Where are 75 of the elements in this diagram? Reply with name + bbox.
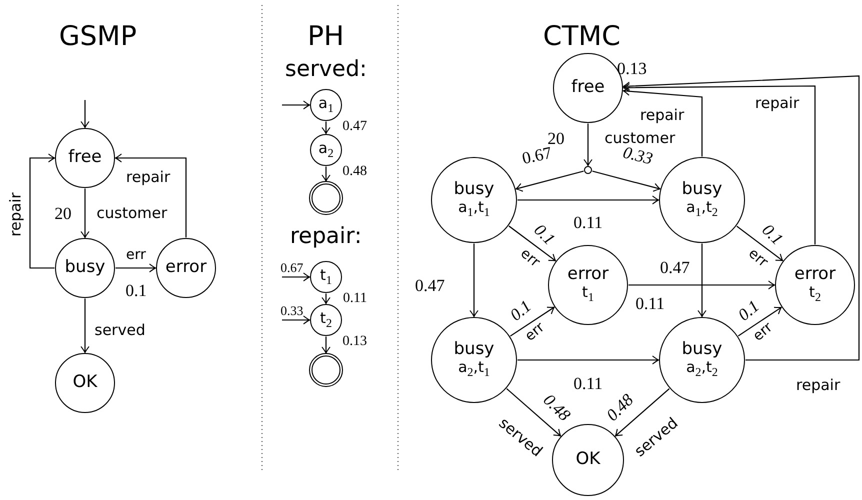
- edge-label: 0.47: [342, 120, 367, 134]
- state-label: a$_{2}$,t$_{2}$: [686, 359, 718, 380]
- branch-point-circle: [584, 166, 592, 174]
- state-label: error: [794, 264, 836, 284]
- state-circle: [548, 245, 628, 325]
- state-circle: [55, 128, 115, 188]
- state-circle: [156, 238, 216, 298]
- state-label: free: [571, 78, 605, 98]
- state-label: a$_{1}$,t$_{1}$: [458, 199, 490, 220]
- state-label: OK: [576, 450, 600, 470]
- state-circle: [310, 134, 342, 166]
- state-circle: [659, 157, 745, 243]
- edge-label: repair: [640, 108, 684, 122]
- edge-label: 0.11: [343, 292, 367, 306]
- state-label: t$_{1}$: [320, 266, 332, 288]
- state-label: a$_{2}$: [318, 140, 334, 160]
- section-heading: repair:: [290, 226, 362, 248]
- state-label: busy: [64, 258, 106, 278]
- state-circle: [310, 89, 342, 121]
- state-label: busy: [682, 340, 722, 360]
- state-label: busy: [454, 180, 494, 200]
- edge-label: repair: [755, 96, 800, 110]
- edge-label: 0.33: [280, 304, 304, 316]
- edge-label: 0.33: [621, 143, 654, 167]
- rate-label: 20: [548, 130, 564, 146]
- edge-label: 0.47: [660, 258, 690, 276]
- rate-label: 0.48: [603, 390, 636, 424]
- edge-label: served: [94, 322, 146, 338]
- edge-label: 0.67: [280, 260, 304, 274]
- state-label: t$_{1}$: [582, 284, 594, 306]
- state-label: busy: [682, 180, 722, 200]
- state-label: t$_{2}$: [809, 284, 821, 306]
- edge-label: customer: [604, 130, 676, 146]
- edge-label: err: [518, 246, 542, 270]
- final-state-circle: [309, 181, 343, 215]
- edge-label: 0.67: [520, 144, 554, 166]
- state-label: OK: [72, 373, 98, 393]
- edge-label: repair: [8, 192, 24, 236]
- rate-label: 20: [54, 204, 72, 222]
- edge-label: customer: [96, 206, 168, 220]
- edge-label: err: [746, 246, 770, 270]
- state-circle: [552, 424, 624, 496]
- state-label: busy: [454, 340, 494, 360]
- state-circle: [431, 157, 517, 243]
- rate-label: 0.1: [530, 220, 558, 248]
- state-circle: [310, 261, 342, 293]
- rate-label: 0.13: [617, 60, 647, 76]
- rate-label: 0.1: [126, 282, 147, 298]
- state-label: a$_{2}$,t$_{1}$: [458, 359, 490, 380]
- state-label: a$_{1}$,t$_{2}$: [686, 199, 718, 220]
- rate-label: 0.48: [540, 390, 574, 424]
- state-circle: [310, 304, 342, 336]
- edge-label: repair: [126, 170, 170, 184]
- final-state-circle: [309, 353, 343, 387]
- state-label: error: [567, 264, 609, 284]
- panel-title: GSMP: [59, 22, 137, 50]
- rate-label: 0.1: [758, 220, 786, 248]
- edge-label: 0.13: [342, 335, 367, 349]
- edge-label: err: [126, 248, 146, 262]
- edge-label: 0.11: [574, 214, 603, 230]
- panel-title: PH: [308, 22, 344, 50]
- edge-label: 0.48: [342, 165, 367, 179]
- state-label: free: [68, 148, 102, 168]
- edge-label: 0.47: [415, 276, 445, 294]
- section-heading: served:: [285, 59, 367, 81]
- state-circle: [775, 245, 855, 325]
- state-label: a$_{1}$: [318, 94, 334, 116]
- state-circle: [55, 353, 115, 413]
- state-label: t$_{2}$: [320, 310, 332, 330]
- state-circle: [55, 238, 115, 298]
- panel-title: CTMC: [543, 22, 620, 50]
- edge-label: 0.11: [636, 294, 665, 312]
- edge-label: repair: [796, 378, 840, 392]
- edge-label: 0.11: [574, 374, 603, 392]
- state-label: error: [165, 258, 207, 278]
